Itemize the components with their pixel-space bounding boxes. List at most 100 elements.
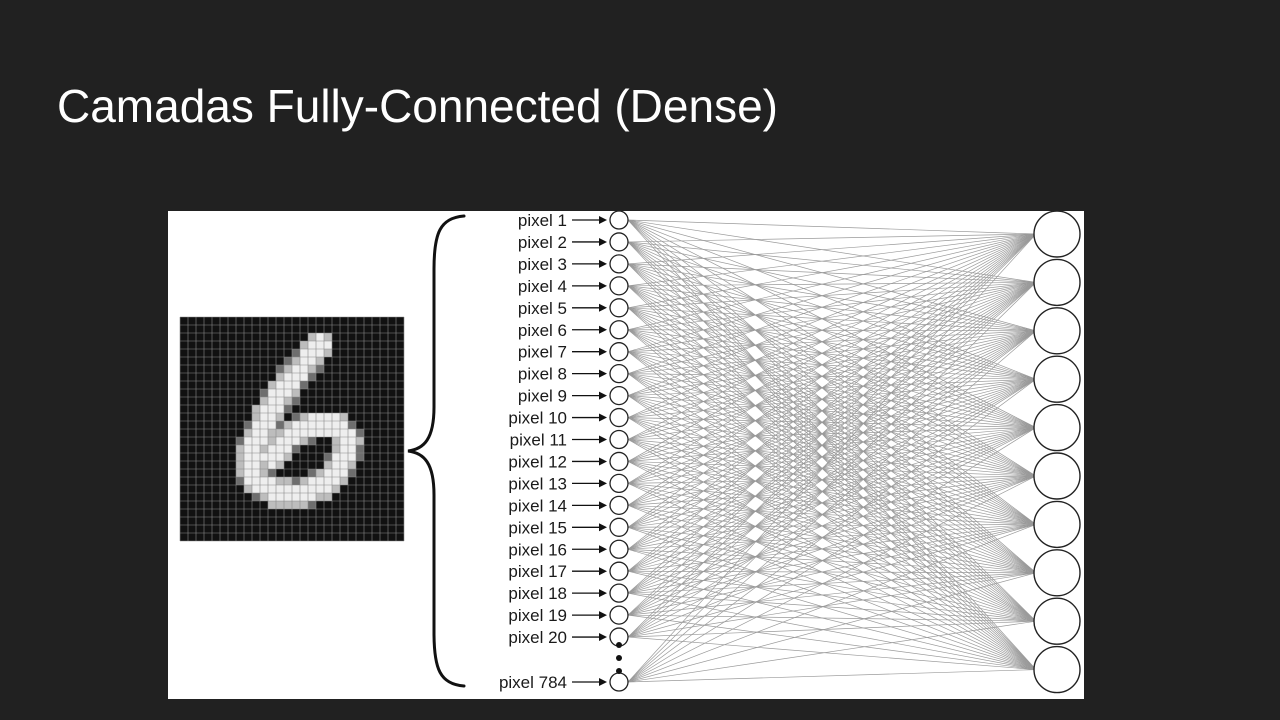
input-neuron [609,495,629,516]
edge-18-9 [627,614,1037,670]
slide-title: Camadas Fully-Connected (Dense) [57,80,778,132]
edge-12-4 [627,427,1037,484]
input-label: pixel 6 [518,321,567,340]
edge-12-0 [627,233,1037,484]
edge-19-0 [627,233,1037,638]
input-neuron [609,605,629,625]
edge-18-4 [627,427,1037,616]
edge-14-4 [627,427,1037,528]
edge-16-9 [627,570,1037,670]
input-label: pixel 13 [508,474,567,493]
input-neuron [609,254,629,274]
edge-18-7 [627,572,1037,616]
input-arrow-head [599,259,607,268]
edge-12-5 [627,475,1037,484]
input-label: pixel 5 [518,299,567,318]
input-brace [407,214,466,688]
edge-17-7 [627,572,1037,594]
input-arrows [572,216,607,686]
edge-14-7 [627,526,1037,574]
edge-18-2 [627,330,1037,616]
input-layer [609,211,629,692]
ellipsis-dot [616,655,622,661]
edge-17-5 [627,475,1037,594]
output-neuron [1033,500,1081,549]
edge-19-4 [627,427,1037,638]
edge-6-0 [627,233,1037,353]
edge-9-5 [627,417,1037,477]
edge-9-7 [627,417,1037,574]
edge-14-0 [627,233,1037,528]
edge-19-7 [627,572,1037,638]
edge-11-3 [627,378,1037,462]
output-neuron [1033,355,1081,403]
input-label: pixel 1 [518,211,567,230]
edge-20-0 [627,233,1037,683]
edge-13-6 [627,505,1037,525]
edge-9-3 [627,378,1037,418]
input-neuron [609,232,629,252]
edge-16-1 [627,282,1037,572]
edge-16-5 [627,475,1037,572]
edge-13-2 [627,330,1037,506]
edge-20-5 [627,475,1037,683]
input-label: pixel 16 [508,540,567,559]
edge-14-9 [627,526,1037,670]
edge-7-0 [627,233,1037,374]
edge-17-3 [627,378,1037,594]
edge-11-6 [627,461,1037,525]
input-label: pixel 11 [510,431,567,450]
output-neuron [1033,307,1081,355]
input-neuron [609,672,629,692]
input-arrow-head [599,369,607,378]
input-label: pixel 2 [518,233,567,252]
edge-1-0 [627,233,1037,243]
edge-13-9 [627,505,1037,670]
output-neuron [1033,549,1081,597]
edge-17-2 [627,330,1037,594]
input-label: pixel 3 [518,255,567,274]
output-neuron [1033,645,1081,694]
input-label: pixel 12 [508,452,567,471]
input-arrow-head [599,479,607,488]
input-neuron [609,517,629,537]
edge-11-0 [627,233,1037,462]
input-neuron [609,429,629,450]
digit-image [179,316,405,542]
input-neuron [609,363,629,384]
edge-13-8 [627,505,1037,622]
edge-20-3 [627,378,1037,683]
edge-17-9 [627,592,1037,670]
input-label: pixel 10 [508,409,567,428]
input-label: pixel 17 [508,562,567,581]
edge-17-1 [627,282,1037,594]
edge-18-8 [627,614,1037,622]
edge-12-7 [627,483,1037,574]
edge-11-4 [627,427,1037,462]
input-arrow-head [599,611,607,620]
ellipsis-dots [616,642,622,674]
edge-18-0 [627,233,1037,616]
edge-15-8 [627,548,1037,622]
input-neuron [609,473,629,494]
edge-17-0 [627,233,1037,594]
edge-16-4 [627,427,1037,572]
edge-12-8 [627,483,1037,622]
edge-5-0 [627,233,1037,331]
input-neuron [609,342,629,362]
edge-12-9 [627,483,1037,670]
input-neuron [609,451,629,472]
edge-18-1 [627,282,1037,616]
edge-11-7 [627,461,1037,574]
input-neuron [609,539,629,559]
input-neuron [609,385,629,406]
edge-20-4 [627,427,1037,683]
edge-12-3 [627,378,1037,484]
edge-17-6 [627,524,1037,594]
edge-15-1 [627,282,1037,550]
input-arrow-head [599,567,607,576]
edge-9-1 [627,282,1037,418]
